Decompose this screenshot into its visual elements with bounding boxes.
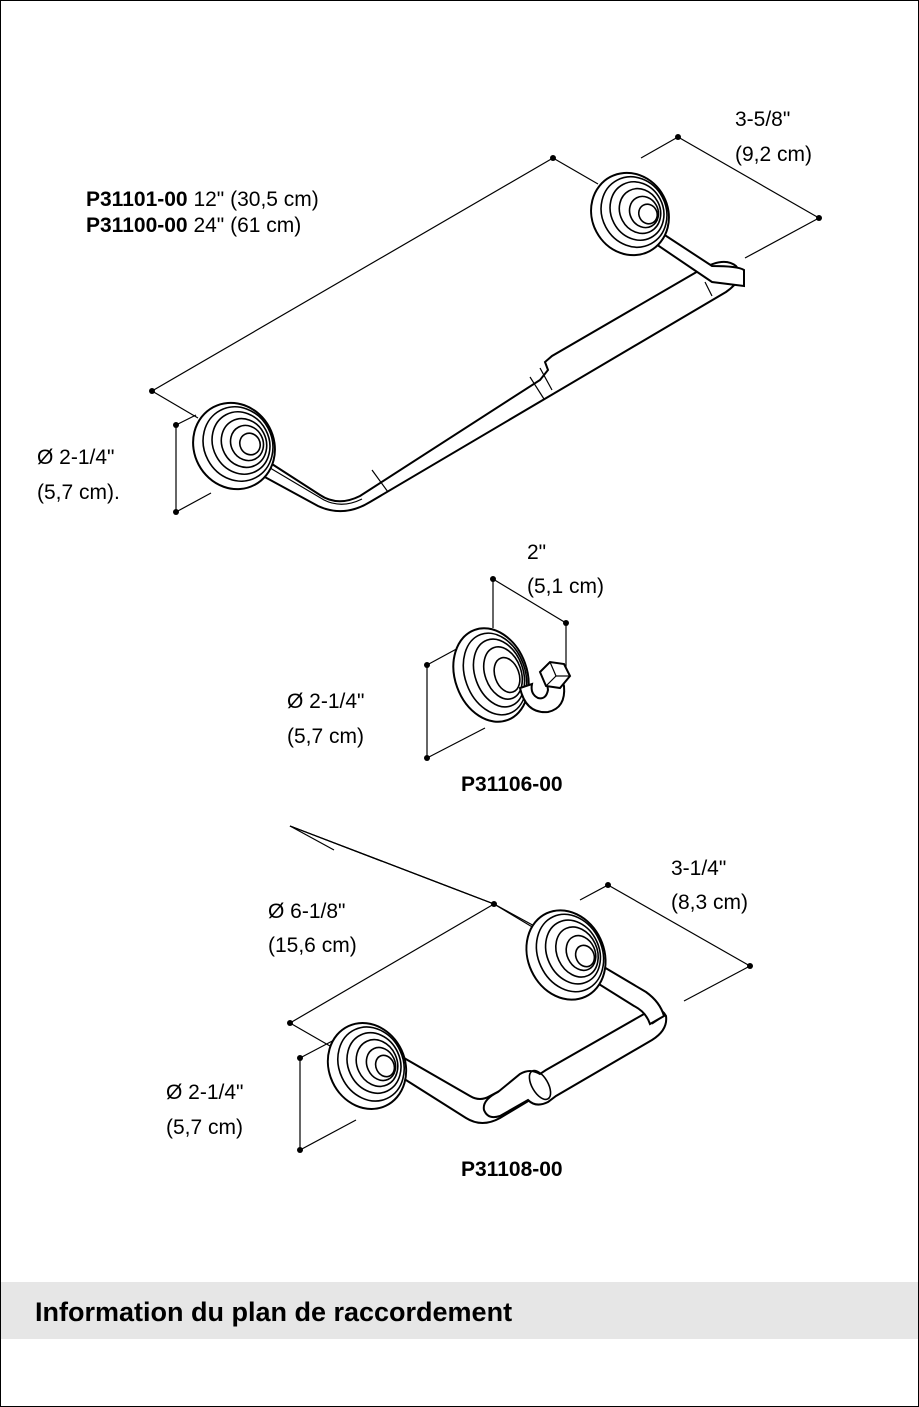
towel-bar-depth-metric: (9,2 cm) (735, 143, 813, 166)
paper-holder-diameter-imperial: Ø 2-1/4" (166, 1081, 244, 1104)
hook-depth-metric: (5,1 cm) (527, 575, 605, 598)
paper-holder-left-flange (326, 1022, 408, 1110)
paper-holder-tube (396, 958, 668, 1124)
paper-holder-width-metric: (15,6 cm) (268, 934, 357, 957)
towel-bar-drawing (149, 134, 822, 515)
section-title: Information du plan de raccordement (35, 1297, 513, 1327)
towel-bar-dimension-lines (149, 134, 822, 515)
towel-bar-diameter-metric: (5,7 cm). (37, 481, 120, 504)
paper-holder-right-flange (525, 909, 607, 1001)
hook-model-label: P31106-00 (461, 773, 563, 796)
hook-diameter-imperial: Ø 2-1/4" (287, 690, 365, 713)
towel-bar-model-1-size: 12" (30,5 cm) (193, 188, 319, 211)
paper-holder-depth-metric: (8,3 cm) (671, 891, 749, 914)
robe-hook-drawing (424, 576, 572, 761)
towel-bar-diameter-imperial: Ø 2-1/4" (37, 446, 115, 469)
towel-bar-model-2: P31100-00 24" (61 cm) (86, 214, 301, 238)
paper-holder-depth-imperial: 3-1/4" (671, 857, 727, 880)
robe-hook-body (452, 627, 572, 723)
paper-holder-dimension-lines (289, 825, 753, 1153)
paper-holder-width-line (287, 901, 535, 1047)
paper-holder-model-label: P31108-00 (461, 1158, 563, 1181)
towel-bar-model-1: P31101-00 12" (30,5 cm) (86, 188, 319, 212)
paper-holder-diameter-metric: (5,7 cm) (166, 1116, 244, 1139)
towel-bar-model-2-number: P31100-00 (86, 214, 188, 237)
section-header-bar (1, 1282, 918, 1339)
paper-holder-drawing (287, 825, 753, 1153)
hook-depth-imperial: 2" (527, 541, 547, 564)
towel-bar-right-flange (590, 171, 670, 257)
towel-bar-model-1-number: P31101-00 (86, 188, 188, 211)
towel-bar-left-flange (192, 401, 276, 491)
towel-bar-tube (250, 226, 745, 513)
hook-diameter-metric: (5,7 cm) (287, 725, 365, 748)
towel-bar-depth-imperial: 3-5/8" (735, 108, 791, 131)
paper-holder-width-imperial: Ø 6-1/8" (268, 900, 346, 923)
towel-bar-model-2-size: 24" (61 cm) (193, 214, 302, 237)
